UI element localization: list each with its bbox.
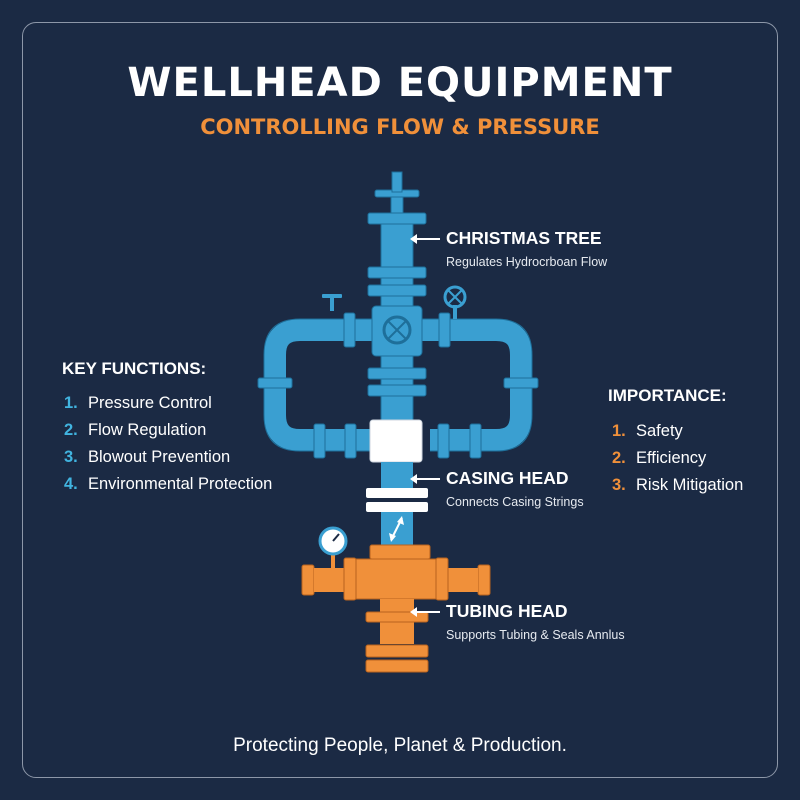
list-number: 3. (612, 476, 626, 494)
left-wing-valve-icon (322, 294, 342, 311)
double-arrow-icon (389, 516, 404, 542)
tubing-head-label: TUBING HEAD (446, 601, 568, 621)
list-item: 3. Blowout Prevention (64, 448, 272, 475)
wing-flange-r1 (438, 312, 451, 348)
tree-flange-1 (367, 212, 427, 225)
list-number: 2. (612, 449, 626, 467)
importance-list: 1. Safety 2. Efficiency 3. Risk Mitigation (612, 422, 743, 503)
tree-flange-5 (367, 384, 427, 397)
list-item: 3. Risk Mitigation (612, 476, 743, 503)
casing-flange-2 (366, 502, 428, 512)
list-number: 1. (612, 422, 626, 440)
casing-spool (369, 419, 423, 463)
list-label: Environmental Protection (88, 475, 273, 493)
list-label: Efficiency (636, 449, 707, 467)
casing-column (381, 462, 413, 490)
page-title: WELLHEAD EQUIPMENT (127, 60, 673, 106)
list-label: Risk Mitigation (636, 476, 744, 494)
list-item: 2. Efficiency (612, 449, 743, 476)
list-label: Flow Regulation (88, 421, 207, 439)
arrow-left-icon (410, 234, 440, 244)
wing-flange-l3 (313, 423, 326, 459)
christmas-tree-label: CHRISTMAS TREE (446, 228, 602, 248)
arrow-left-icon (410, 474, 440, 484)
list-item: 1. Safety (612, 422, 743, 449)
list-item: 2. Flow Regulation (64, 421, 272, 448)
page-subtitle: CONTROLLING FLOW & PRESSURE (200, 115, 600, 139)
list-number: 2. (64, 421, 78, 439)
border-frame (22, 22, 778, 778)
top-handwheel-icon (374, 171, 420, 216)
tree-flange-4 (367, 367, 427, 380)
casing-flange-1 (366, 488, 428, 498)
wing-flange-r3 (437, 423, 450, 459)
list-label: Safety (636, 422, 683, 440)
list-label: Pressure Control (88, 394, 212, 412)
list-item: 1. Pressure Control (64, 394, 272, 421)
casing-head-label: CASING HEAD (446, 468, 569, 488)
tubing-head-desc: Supports Tubing & Seals Annlus (446, 628, 625, 642)
casing-head-desc: Connects Casing Strings (446, 495, 584, 509)
wing-flange-r4 (469, 423, 482, 459)
wing-flange-l2 (257, 377, 293, 389)
key-functions-heading: KEY FUNCTIONS: (62, 359, 207, 378)
list-label: Blowout Prevention (88, 448, 231, 466)
list-number: 3. (64, 448, 78, 466)
importance-heading: IMPORTANCE: (608, 386, 727, 405)
tree-flange-3 (367, 284, 427, 297)
tree-flange-2 (367, 266, 427, 279)
list-number: 1. (64, 394, 78, 412)
arrow-left-icon (410, 607, 440, 617)
right-wing-valve-icon (443, 285, 467, 319)
wing-flange-r2 (503, 377, 539, 389)
cross-valve-handwheel-icon (382, 315, 412, 345)
wing-flange-l4 (344, 423, 357, 459)
christmas-tree-desc: Regulates Hydrocrboan Flow (446, 255, 608, 269)
wing-flange-l1 (343, 312, 356, 348)
pressure-gauge-icon (318, 526, 348, 568)
list-item: 4. Environmental Protection (64, 475, 272, 502)
list-number: 4. (64, 475, 78, 493)
key-functions-list: 1. Pressure Control 2. Flow Regulation 3. B… (64, 394, 272, 502)
footer-tagline: Protecting People, Planet & Production. (233, 735, 567, 756)
